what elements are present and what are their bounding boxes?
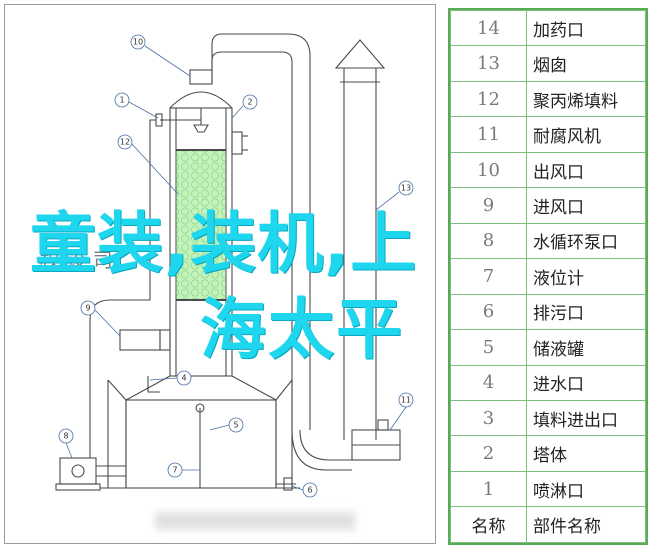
part-name: 水循环泵口 [526,222,646,260]
callout-10: 10 [133,38,143,47]
callout-2: 2 [247,98,252,107]
part-number: 4 [450,364,527,401]
part-number: 1 [450,470,527,508]
tower-schematic: 1 2 4 5 6 7 8 9 10 11 12 13 [55,33,414,498]
callout-1: 1 [119,96,124,105]
part-number: 6 [450,293,527,331]
part-number: 13 [450,45,527,82]
part-name: 进水口 [526,364,646,401]
callout-13: 13 [401,184,411,193]
callout-11: 11 [401,396,411,405]
parts-header-row: 名称部件名称 [450,506,646,543]
callout-5: 5 [233,421,238,430]
callout-6: 6 [307,486,312,495]
part-name: 出风口 [526,151,646,189]
part-number: 11 [450,116,527,153]
part-name: 液位计 [526,258,646,295]
part-name: 塔体 [526,435,646,472]
blurred-caption [155,512,355,530]
part-number: 3 [450,399,527,437]
callout-7: 7 [172,466,177,475]
part-number: 9 [450,187,527,224]
part-number: 14 [450,9,527,47]
part-number: 2 [450,435,527,472]
part-number: 8 [450,222,527,260]
header-num: 名称 [450,506,527,543]
callout-9: 9 [85,304,90,313]
callout-4: 4 [181,374,186,383]
part-number: 10 [450,151,527,189]
part-number: 12 [450,80,527,118]
part-number: 7 [450,258,527,295]
part-name: 喷淋口 [526,470,646,508]
packing-bed [175,149,227,301]
part-name: 进风口 [526,187,646,224]
part-name: 储液罐 [526,329,646,366]
drawing-frame [4,4,436,544]
callout-8: 8 [63,432,68,441]
part-name: 排污口 [526,293,646,331]
part-number: 5 [450,329,527,366]
part-name: 烟囱 [526,45,646,82]
part-name: 耐腐风机 [526,116,646,153]
part-name: 填料进出口 [526,399,646,437]
scrubber-tower-drawing: 1 2 4 5 6 7 8 9 10 11 12 13 [4,4,436,544]
callout-12: 12 [120,138,130,147]
part-name: 聚丙烯填料 [526,80,646,118]
part-name: 加药口 [526,9,646,47]
header-name: 部件名称 [526,506,646,543]
